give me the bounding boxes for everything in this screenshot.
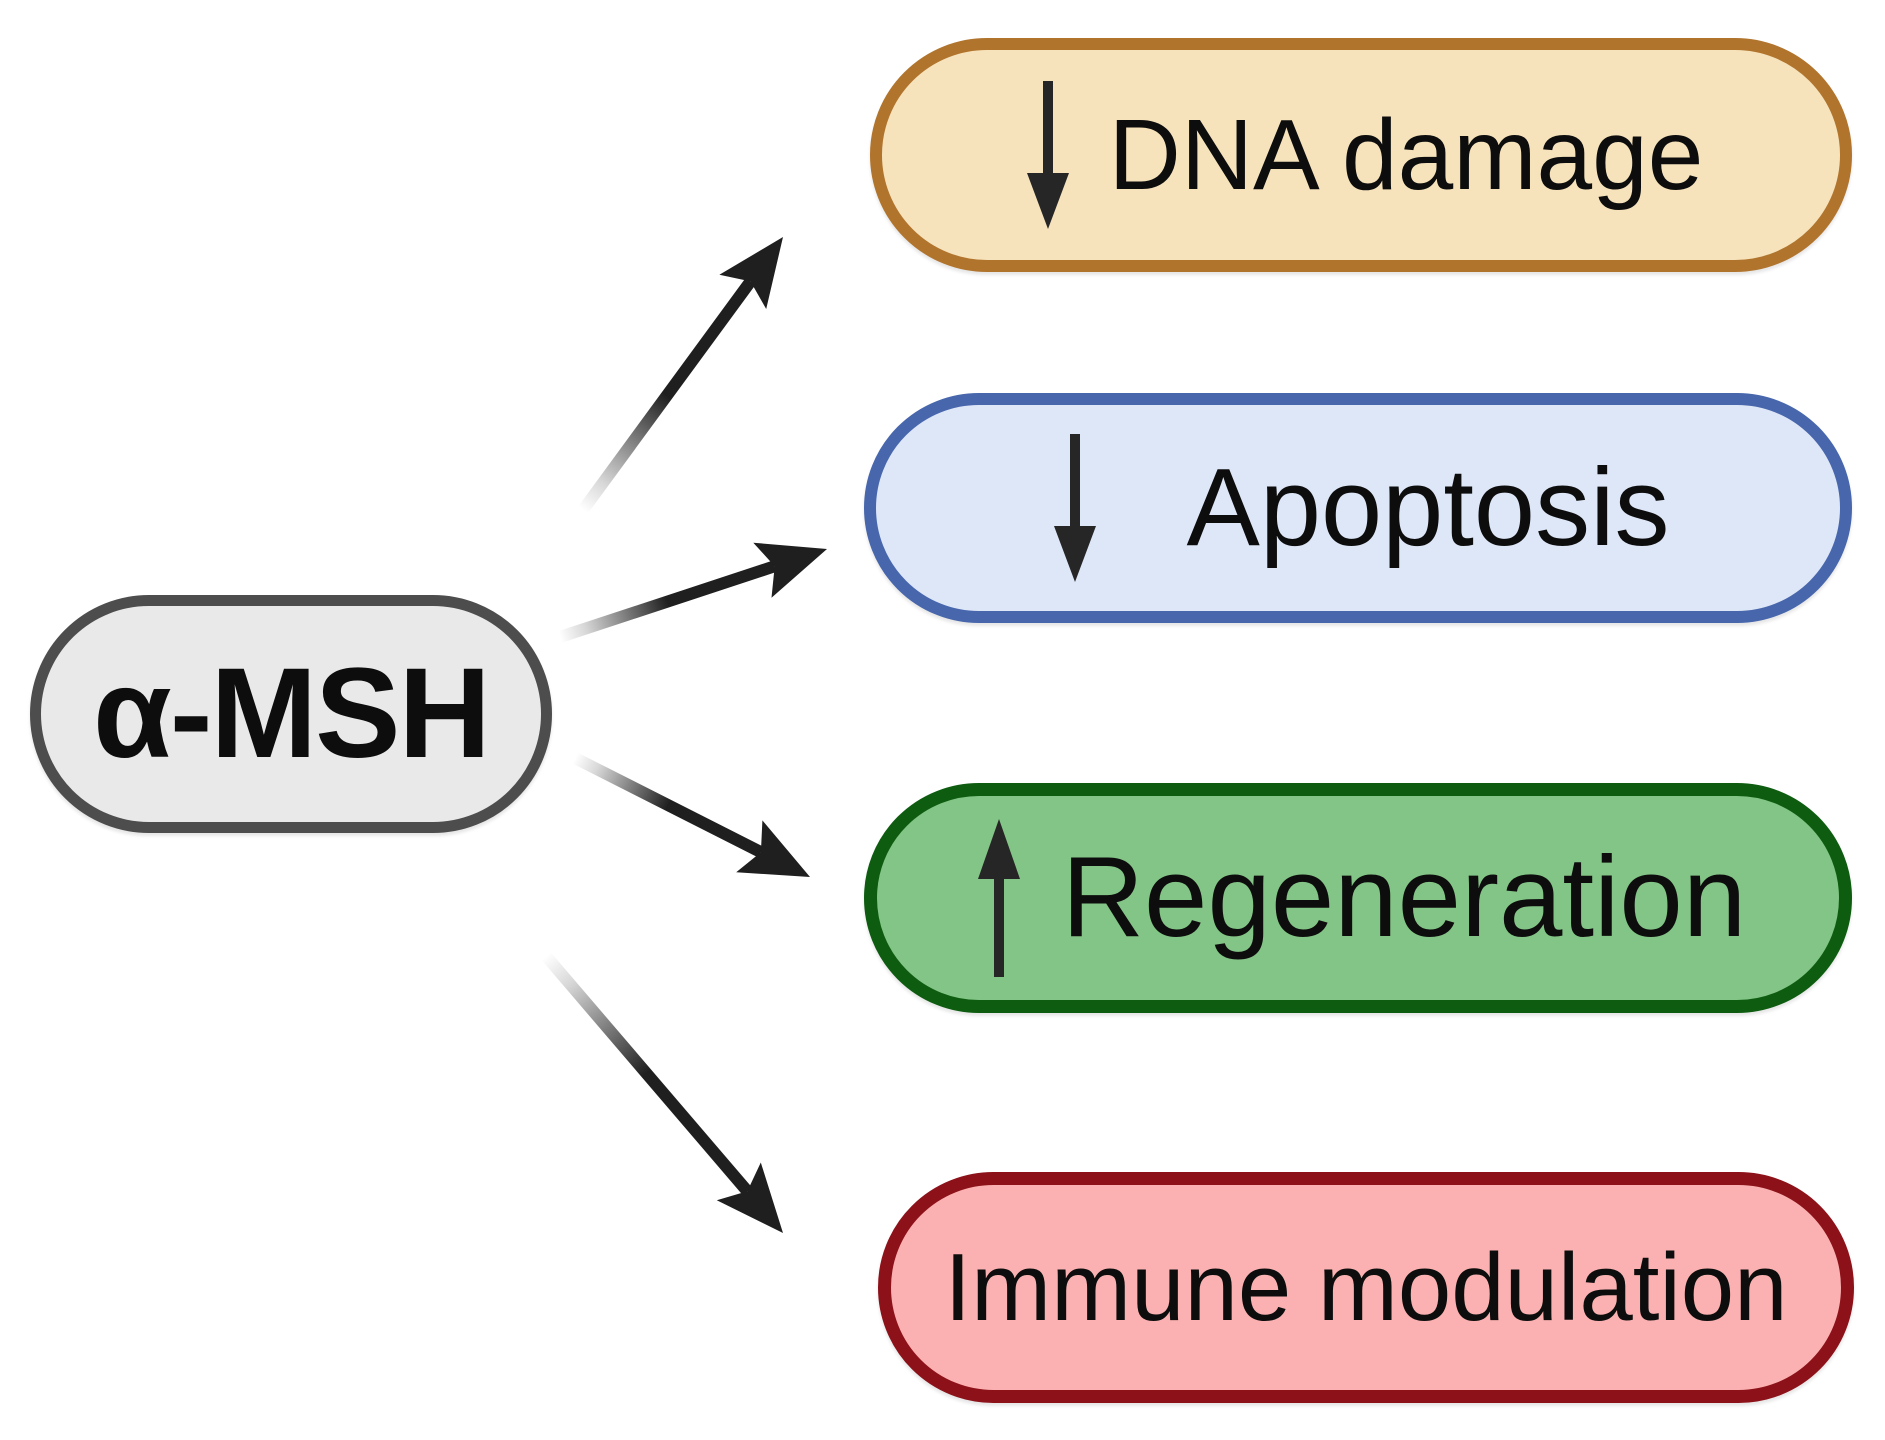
- target-node-regeneration: Regeneration: [864, 783, 1852, 1013]
- increase-arrow-icon: [977, 819, 1020, 977]
- decrease-arrow-icon: [1054, 434, 1097, 582]
- arrow-to-immune-modulation: [541, 952, 783, 1233]
- target-node-label: Regeneration: [1061, 834, 1747, 961]
- target-node-label: Apoptosis: [1186, 446, 1670, 569]
- arrow-to-apoptosis: [558, 542, 827, 643]
- target-node-apoptosis: Apoptosis: [864, 393, 1852, 623]
- target-node-label: DNA damage: [1108, 99, 1704, 211]
- arrow-to-dna-damage: [578, 237, 783, 514]
- source-node-alpha-msh: α-MSH: [30, 595, 552, 833]
- target-node-dna-damage: DNA damage: [870, 38, 1852, 272]
- target-node-label: Immune modulation: [944, 1233, 1788, 1341]
- source-node-label: α-MSH: [93, 642, 491, 785]
- arrow-to-regeneration: [572, 752, 810, 877]
- target-node-immune-modulation: Immune modulation: [878, 1172, 1854, 1403]
- decrease-arrow-icon: [1026, 81, 1069, 229]
